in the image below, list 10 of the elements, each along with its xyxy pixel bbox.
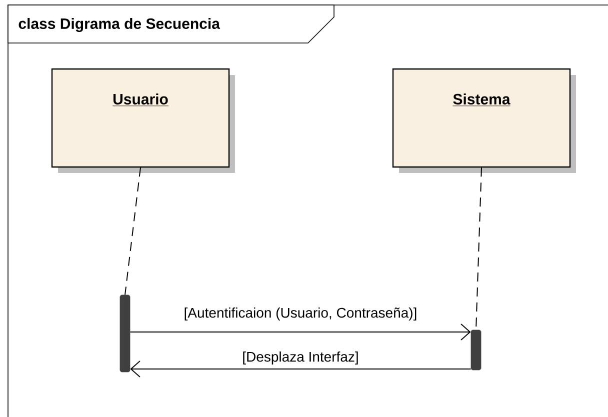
lifeline-box: Usuario [51, 68, 235, 173]
message-arrow [130, 324, 471, 340]
activation-bar [470, 330, 482, 370]
activation-bar [120, 294, 130, 372]
lifeline [124, 167, 141, 296]
frame-title: class Digrama de Secuencia [18, 18, 220, 32]
edge-label: [Autentificaion (Usuario, Contraseña)] [182, 306, 418, 322]
edge-label: [Desplaza Interfaz] [241, 350, 360, 366]
lifeline-box: Sistema [392, 68, 576, 173]
message-arrow [130, 360, 472, 378]
